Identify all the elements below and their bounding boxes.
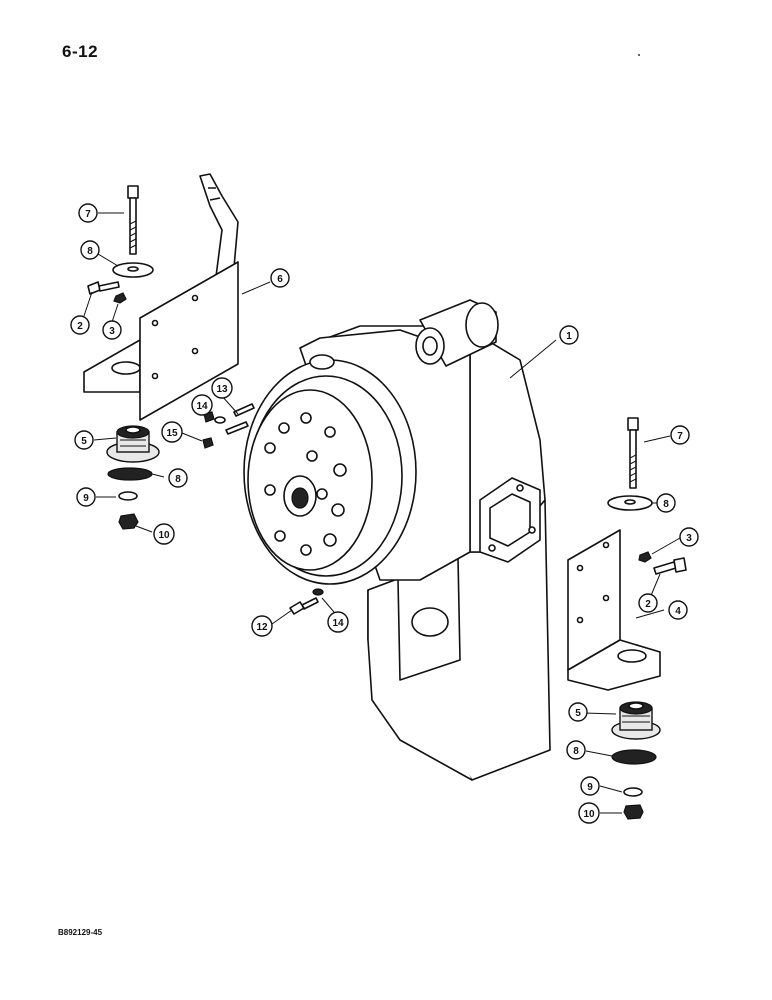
right-hex-nut [623,804,644,820]
svg-text:3: 3 [109,326,115,337]
callout-3-right: 3 [679,527,699,547]
figure-code: B892129-45 [58,928,103,937]
transmission-studs [225,403,255,435]
svg-text:10: 10 [158,530,170,541]
stud-nut-lower [202,437,214,449]
svg-text:10: 10 [583,809,595,820]
callout-2-left: 2 [70,315,90,335]
right-isolator-mount [611,701,661,740]
svg-text:3: 3 [686,533,692,544]
converter-flange [243,359,417,585]
left-isolator-mount [106,425,160,463]
callout-6: 6 [270,268,290,288]
callout-14-lower: 14 [327,611,349,633]
svg-text:7: 7 [677,431,683,442]
svg-text:8: 8 [573,746,579,757]
svg-text:9: 9 [83,493,89,504]
right-lock-nut [638,551,652,563]
callout-10-right: 10 [578,802,600,824]
svg-text:9: 9 [587,782,593,793]
svg-text:8: 8 [87,246,93,257]
callout-8-left-upper: 8 [80,240,100,260]
callout-1: 1 [559,325,579,345]
svg-text:2: 2 [645,599,651,610]
svg-text:8: 8 [663,499,669,510]
callout-3-left: 3 [102,320,122,340]
callout-5-right: 5 [568,702,588,722]
svg-text:12: 12 [256,622,268,633]
transmission-pump [415,299,499,367]
callout-7-right: 7 [670,425,690,445]
right-mount-bolt [627,417,639,489]
svg-text:14: 14 [196,401,208,412]
left-mount-bracket [83,173,239,421]
left-flat-washer-lower [107,467,153,481]
callout-12: 12 [251,615,273,637]
svg-text:4: 4 [675,606,681,617]
svg-text:7: 7 [85,209,91,220]
svg-text:5: 5 [81,436,87,447]
stud-washer [214,416,226,424]
left-cap-screw [87,281,120,295]
right-snubbing-washer [623,787,643,797]
callout-8-right-lower: 8 [566,740,586,760]
lower-lock-washer [312,588,324,596]
left-hex-nut [118,513,139,530]
lower-cap-screw [289,597,319,615]
svg-text:8: 8 [175,474,181,485]
left-mount-bolt [127,185,139,255]
callout-7-left: 7 [78,203,98,223]
callout-15: 15 [161,421,183,443]
right-mount-bracket [567,529,661,691]
callout-13: 13 [211,377,233,399]
callout-14-upper: 14 [191,394,213,416]
right-cap-screw [653,557,687,575]
control-valve-block [479,477,541,563]
callout-2-right: 2 [638,593,658,613]
callout-9-left: 9 [76,487,96,507]
right-flat-washer-lower [611,749,657,765]
svg-text:1: 1 [566,331,572,342]
svg-text:6: 6 [277,274,283,285]
left-lock-nut [113,292,127,304]
svg-text:13: 13 [216,384,228,395]
callout-8-right-upper: 8 [656,493,676,513]
flange-bolts [264,412,347,556]
svg-text:14: 14 [332,618,344,629]
page-number: 6-12 [62,42,99,61]
transmission-assembly [243,299,551,781]
svg-text:2: 2 [77,321,83,332]
left-snubbing-washer [118,491,138,501]
callout-9-right: 9 [580,776,600,796]
callout-10-left: 10 [153,523,175,545]
svg-text:5: 5 [575,708,581,719]
leader-lines [83,212,681,814]
callout-8-left-lower: 8 [168,468,188,488]
svg-text:15: 15 [166,428,178,439]
callout-4: 4 [668,600,688,620]
callout-5-left: 5 [74,430,94,450]
